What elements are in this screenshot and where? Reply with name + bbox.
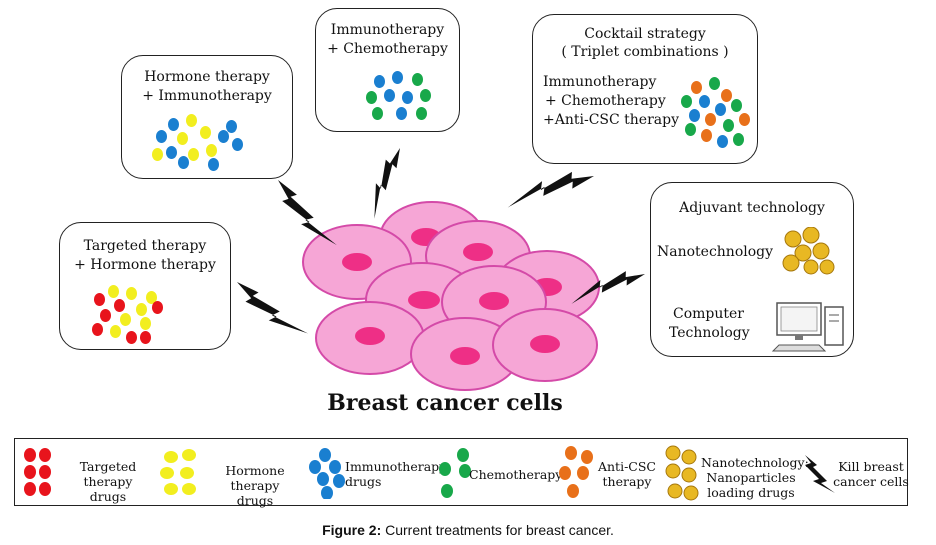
breast-cancer-cells [302,201,600,391]
box-subtitle: ( Triplet combinations ) [561,44,729,60]
immuno-chemo-box: Immunotherapy + Chemotherapy [315,8,460,132]
hormone-immuno-box: Hormone therapy + Immunotherapy [121,55,293,179]
computer-icon [771,302,844,352]
box-label: +Anti-CSC therapy [543,112,679,128]
box-title: Cocktail strategy [584,26,706,42]
nanoparticle-icon [782,227,835,275]
legend-label-chemo: Chemotherapy [469,467,563,482]
box-label: Targeted therapy [83,238,207,254]
chemo-drug-dots [439,448,471,498]
hormone-drug-dots [160,449,196,495]
caption-text: Current treatments for breast cancer. [381,522,614,538]
anticsc-drug-dots [559,446,593,498]
nanoparticle-legend-icon [665,445,699,501]
immuno-drug-dots [309,448,345,499]
caption-label: Figure 2: [322,522,382,538]
kill-bolt-icon [237,269,309,346]
figure-caption: Figure 2: Current treatments for breast … [0,522,936,538]
kill-bolt-legend-icon [805,455,835,493]
cancer-cell [492,308,598,382]
box-label: Immunotherapy [330,22,445,38]
box-label: Nanotechnology [657,244,774,260]
box-label: + Immunotherapy [142,88,272,104]
adjuvant-technology-box: Adjuvant technology Nanotechnology Compu… [650,182,854,357]
box-title: Adjuvant technology [679,200,825,216]
cocktail-strategy-box: Cocktail strategy ( Triplet combinations… [532,14,758,164]
targeted-hormone-box: Targeted therapy + Hormone therapy [59,222,231,350]
targeted-drug-dots [24,448,51,496]
box-label: Immunotherapy [543,74,657,90]
box-label: Hormone therapy [144,69,270,85]
box-label: + Chemotherapy [545,93,666,109]
box-label: Technology [669,325,750,341]
box-label: + Hormone therapy [74,257,216,273]
cancer-cell [315,301,425,375]
center-title: Breast cancer cells [327,390,563,416]
box-label: + Chemotherapy [327,41,448,57]
box-label: Computer [673,306,744,322]
